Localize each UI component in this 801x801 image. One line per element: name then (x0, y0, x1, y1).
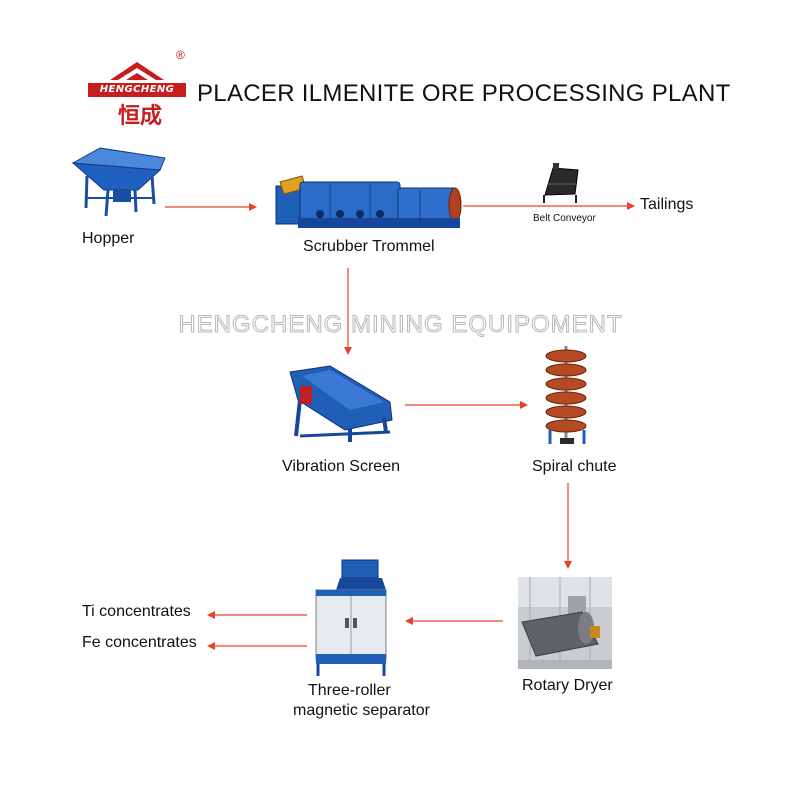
watermark: HENGCHENG MINING EQUIPOMENT (178, 311, 623, 339)
page-title: PLACER ILMENITE ORE PROCESSING PLANT (197, 80, 731, 107)
logo-brand-cn: 恒成 (118, 104, 163, 129)
hopper-label: Hopper (82, 230, 135, 247)
magnetic-separator-icon (315, 559, 387, 676)
hopper-icon (71, 147, 166, 217)
rotary-dryer-label: Rotary Dryer (522, 677, 613, 694)
spiral-chute-label: Spiral chute (532, 458, 617, 475)
separator-label-line2: magnetic separator (293, 702, 430, 719)
belt-conveyor-label: Belt Conveyor (533, 213, 596, 224)
belt-conveyor-icon (543, 163, 579, 203)
trommel-icon (275, 175, 462, 228)
separator-label-line1: Three-roller (308, 682, 391, 699)
fe-concentrates-label: Fe concentrates (82, 634, 197, 651)
registered-mark: ® (176, 48, 185, 62)
trommel-label: Scrubber Trommel (303, 238, 435, 255)
spiral-chute-icon (545, 346, 587, 444)
tailings-label: Tailings (640, 196, 694, 213)
vibration-screen-icon (289, 365, 393, 442)
ti-concentrates-label: Ti concentrates (82, 603, 191, 620)
rotary-dryer-icon (518, 577, 612, 669)
vibration-screen-label: Vibration Screen (282, 458, 400, 475)
logo-brand-text: HENGCHENG (88, 83, 186, 97)
